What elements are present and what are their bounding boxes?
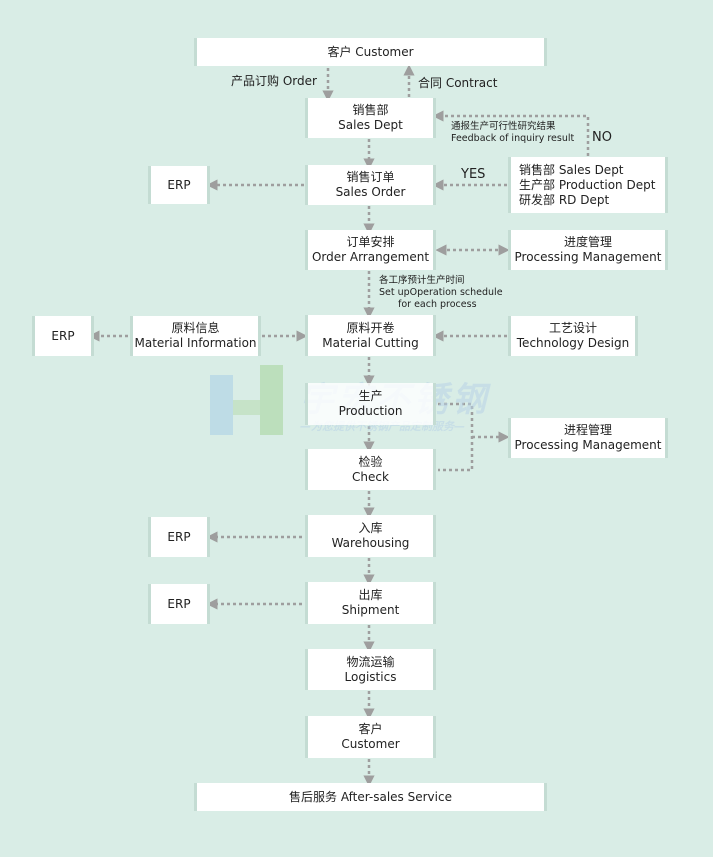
label-yes: YES xyxy=(461,167,486,182)
arrow-depts-to-sales-no xyxy=(432,110,590,156)
label-contract: 合同 Contract xyxy=(418,76,498,90)
node-technology-design-cn: 工艺设计 xyxy=(548,321,597,335)
node-sales-order-en: Sales Order xyxy=(335,185,406,199)
node-erp-4: ERP xyxy=(148,584,210,624)
label-feedback-cn: 通报生产可行性研究结果 xyxy=(451,121,556,132)
arrow-production-check-processing xyxy=(438,402,474,472)
node-customer-bottom-cn: 客户 xyxy=(358,722,383,736)
label-no: NO xyxy=(592,130,612,145)
node-erp-2: ERP xyxy=(32,316,94,356)
node-check: 检验 Check xyxy=(305,449,436,490)
node-shipment-cn: 出库 xyxy=(358,588,383,602)
node-sales-order: 销售订单 Sales Order xyxy=(305,165,436,205)
node-material-cutting-cn: 原料开卷 xyxy=(346,320,395,335)
node-erp-3: ERP xyxy=(148,517,210,557)
node-customer-top-line: 客户 Customer xyxy=(327,44,414,59)
node-erp-1: ERP xyxy=(148,166,210,204)
node-material-information: 原料信息 Material Information xyxy=(130,316,261,356)
node-sales-dept-en: Sales Dept xyxy=(338,118,403,132)
node-erp-2-label: ERP xyxy=(51,328,75,343)
node-technology-design: 工艺设计 Technology Design xyxy=(508,316,638,356)
node-logistics: 物流运输 Logistics xyxy=(305,649,436,690)
node-processing-management-2: 进程管理 Processing Management xyxy=(508,418,668,458)
label-order: 产品订购 Order xyxy=(231,74,317,88)
node-material-information-cn: 原料信息 xyxy=(171,321,220,335)
node-depts-rd: 研发部 RD Dept xyxy=(519,192,610,207)
node-sales-dept: 销售部 Sales Dept xyxy=(305,98,436,138)
node-erp-3-label: ERP xyxy=(167,529,191,544)
node-depts-sales: 销售部 Sales Dept xyxy=(519,162,624,177)
node-order-arrangement: 订单安排 Order Arrangement xyxy=(305,230,436,270)
node-after-sales-service: 售后服务 After-sales Service xyxy=(194,783,547,811)
label-feedback-en: Feedback of inquiry result xyxy=(451,133,575,144)
node-processing-management-2-cn: 进程管理 xyxy=(563,423,612,437)
node-logistics-en: Logistics xyxy=(344,669,397,684)
node-check-en: Check xyxy=(352,469,389,484)
node-production-cn: 生产 xyxy=(358,389,383,403)
label-schedule-en-2: for each process xyxy=(398,299,477,310)
node-material-cutting-en: Material Cutting xyxy=(322,335,419,350)
node-processing-management-2-en: Processing Management xyxy=(514,438,662,452)
node-production: 生产 Production xyxy=(305,383,436,425)
node-shipment-en: Shipment xyxy=(341,603,400,617)
node-customer-bottom-en: Customer xyxy=(341,737,400,751)
node-sales-dept-cn: 销售部 xyxy=(352,103,389,117)
node-erp-4-label: ERP xyxy=(167,596,191,611)
node-depts: 销售部 Sales Dept 生产部 Production Dept 研发部 R… xyxy=(508,157,668,213)
node-processing-management-1: 进度管理 Processing Management xyxy=(508,230,668,270)
node-depts-production: 生产部 Production Dept xyxy=(519,177,656,192)
node-check-cn: 检验 xyxy=(358,454,383,469)
node-warehousing-cn: 入库 xyxy=(358,521,383,535)
node-customer-bottom: 客户 Customer xyxy=(305,716,436,758)
node-order-arrangement-cn: 订单安排 xyxy=(346,235,395,249)
node-after-sales-service-line: 售后服务 After-sales Service xyxy=(289,789,452,804)
node-material-cutting: 原料开卷 Material Cutting xyxy=(305,315,436,356)
node-customer-top: 客户 Customer xyxy=(194,38,547,66)
node-erp-1-label: ERP xyxy=(167,177,191,192)
node-warehousing-en: Warehousing xyxy=(331,536,410,550)
node-processing-management-1-cn: 进度管理 xyxy=(563,235,612,249)
node-order-arrangement-en: Order Arrangement xyxy=(311,250,430,264)
node-technology-design-en: Technology Design xyxy=(516,336,630,350)
node-warehousing: 入库 Warehousing xyxy=(305,515,436,557)
label-schedule-en-1: Set upOperation schedule xyxy=(379,287,503,298)
node-production-en: Production xyxy=(338,404,403,418)
node-processing-management-1-en: Processing Management xyxy=(514,250,662,264)
label-schedule-cn: 各工序预计生产时间 xyxy=(379,275,465,286)
node-logistics-cn: 物流运输 xyxy=(346,654,395,669)
node-material-information-en: Material Information xyxy=(134,336,257,350)
node-shipment: 出库 Shipment xyxy=(305,582,436,624)
node-sales-order-cn: 销售订单 xyxy=(346,170,395,184)
